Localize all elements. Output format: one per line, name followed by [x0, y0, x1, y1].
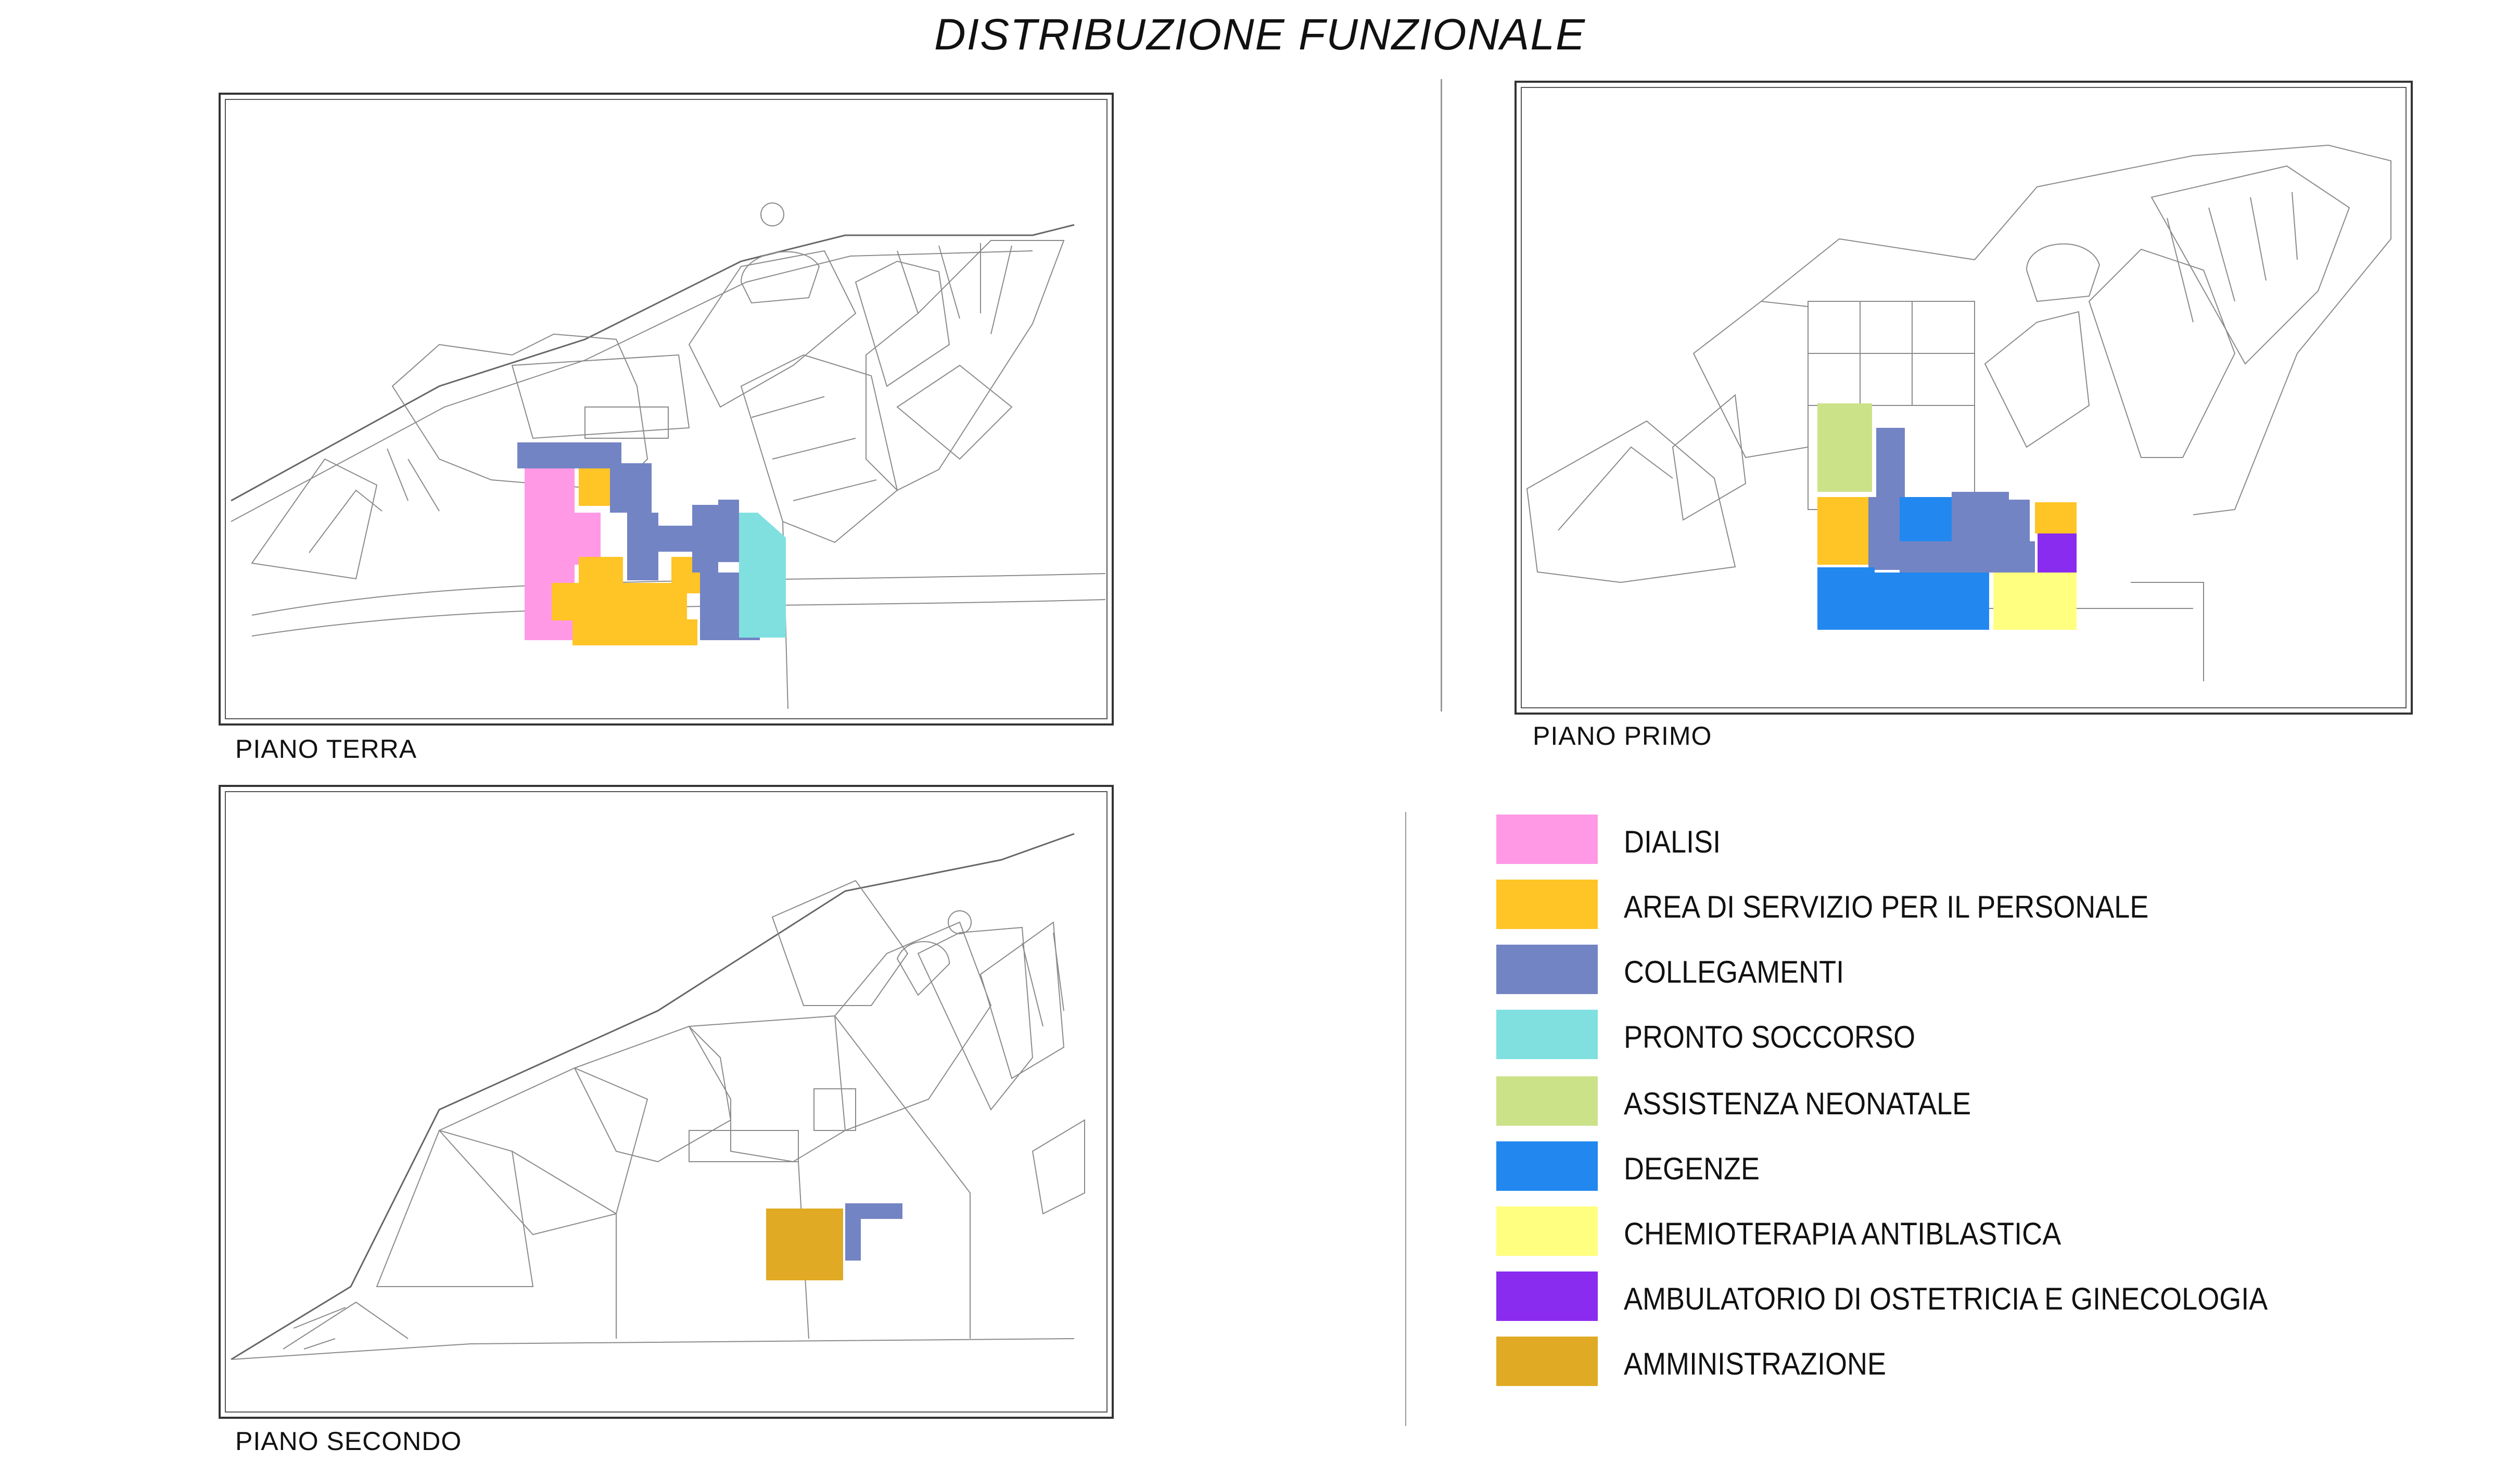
zone-servizio-personale [579, 557, 623, 583]
zone-degenze [1875, 573, 1989, 630]
plan-label-primo: PIANO PRIMO [1533, 721, 1712, 751]
zone-servizio-personale [2035, 502, 2077, 533]
zone-chemioterapia [1993, 573, 2077, 630]
zone-collegamenti [1876, 428, 1905, 501]
legend-item-area-servizio: AREA DI SERVIZIO PER IL PERSONALE [1496, 880, 2433, 932]
legend-label: AMMINISTRAZIONE [1624, 1346, 1887, 1381]
legend-swatch [1496, 1010, 1598, 1059]
zone-degenze [1900, 497, 1952, 541]
vertical-divider-bottom [1405, 812, 1406, 1426]
zone-collegamenti [700, 573, 739, 640]
legend-label: PRONTO SOCCORSO [1624, 1020, 1916, 1054]
zone-servizio-personale [579, 465, 610, 506]
zone-collegamenti [845, 1203, 861, 1261]
legend-swatch [1496, 1271, 1598, 1321]
zone-collegamenti [2009, 500, 2030, 546]
plan-label-secondo: PIANO SECONDO [235, 1427, 462, 1456]
zone-collegamenti [610, 463, 652, 513]
legend-label: CHEMIOTERAPIA ANTIBLASTICA [1624, 1216, 2061, 1251]
legend-swatch [1496, 1206, 1598, 1256]
zone-collegamenti [1900, 541, 2035, 573]
legend-item-dialisi: DIALISI [1496, 815, 2433, 867]
legend-item-chemioterapia: CHEMIOTERAPIA ANTIBLASTICA [1496, 1206, 2433, 1258]
zone-collegamenti [1868, 497, 1900, 570]
zone-pronto-soccorso [739, 513, 786, 638]
legend-label: AREA DI SERVIZIO PER IL PERSONALE [1624, 889, 2149, 924]
legend-item-collegamenti: COLLEGAMENTI [1496, 945, 2433, 997]
legend-item-ambulatorio: AMBULATORIO DI OSTETRICIA E GINECOLOGIA [1496, 1271, 2433, 1324]
legend-item-degenze: DEGENZE [1496, 1141, 2433, 1193]
legend-label: AMBULATORIO DI OSTETRICIA E GINECOLOGIA [1624, 1281, 2268, 1316]
zone-servizio-personale [552, 583, 687, 620]
legend-item-pronto-soccorso: PRONTO SOCCORSO [1496, 1010, 2433, 1062]
vertical-divider-top [1441, 79, 1442, 711]
legend-swatch [1496, 945, 1598, 994]
floor-plan-secondo-drawing [231, 833, 1085, 1360]
legend-item-assistenza-neonatale: ASSISTENZA NEONATALE [1496, 1076, 2433, 1128]
zone-collegamenti [861, 1203, 902, 1219]
legend-item-amministrazione: AMMINISTRAZIONE [1496, 1337, 2433, 1389]
zone-collegamenti [517, 442, 621, 468]
zone-amministrazione [766, 1209, 843, 1280]
zone-dialisi [575, 513, 601, 565]
legend-swatch [1496, 880, 1598, 929]
zone-servizio-personale [1817, 497, 1872, 565]
legend-swatch [1496, 815, 1598, 864]
legend-label: COLLEGAMENTI [1624, 955, 1844, 989]
legend-label: DIALISI [1624, 824, 1721, 859]
zone-servizio-personale [572, 619, 697, 645]
zone-collegamenti [718, 500, 739, 562]
page-title: DISTRIBUZIONE FUNZIONALE [934, 10, 1586, 59]
zone-assistenza-neonatale [1817, 403, 1872, 492]
plan-piano-secondo [219, 785, 1114, 1419]
legend-swatch [1496, 1076, 1598, 1126]
zone-collegamenti [692, 505, 718, 573]
legend-label: DEGENZE [1624, 1151, 1760, 1186]
zone-degenze [1817, 567, 1875, 630]
legend-label: ASSISTENZA NEONATALE [1624, 1086, 1971, 1121]
plan-label-terra: PIANO TERRA [235, 734, 417, 764]
legend-swatch [1496, 1141, 1598, 1191]
zone-ambulatorio-ostetricia [2038, 533, 2077, 573]
zone-collegamenti [1952, 492, 2009, 544]
legend-swatch [1496, 1337, 1598, 1386]
floor-plan-primo-drawing [1526, 144, 2391, 681]
zone-collegamenti [627, 513, 658, 580]
